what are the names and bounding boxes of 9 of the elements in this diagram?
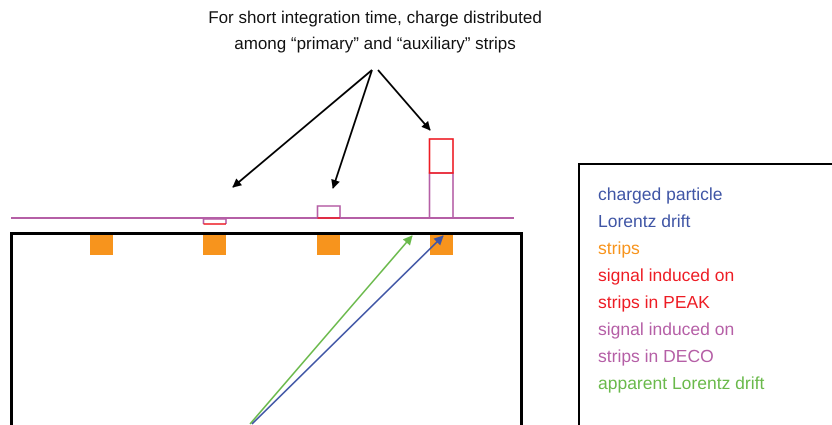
leader-arrow: [232, 69, 373, 188]
legend-entry: apparent Lorentz drift: [598, 372, 766, 395]
leader-arrow: [377, 69, 431, 131]
legend-entry: signal induced on strips in DECO: [598, 318, 736, 368]
leader-arrow: [331, 70, 373, 189]
callout-text: For short integration time, charge distributed among “primary” and “auxiliary” strips: [207, 7, 543, 55]
legend-entry: signal induced on strips in PEAK: [598, 264, 736, 314]
legend-entry: charged particle Lorentz drift: [598, 183, 724, 233]
legend-entry: strips: [598, 237, 641, 260]
